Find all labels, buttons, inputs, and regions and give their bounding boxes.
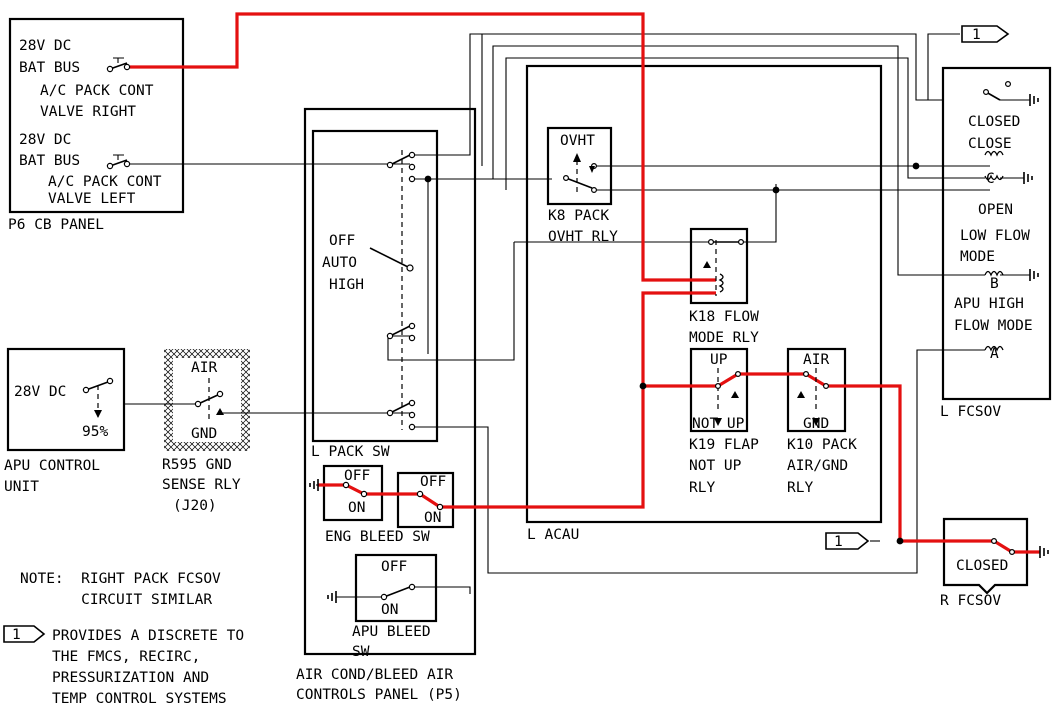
apu-ctrl-label1: APU CONTROL [4, 458, 100, 474]
legend-line2: THE FMCS, RECIRC, [52, 649, 200, 665]
apu-bleed-on: ON [381, 602, 398, 618]
apu-bleed-off: OFF [381, 559, 407, 575]
k19-l1: K19 FLAP [689, 437, 759, 453]
k19-l2: NOT UP [689, 458, 742, 474]
eng-bleed-on2: ON [424, 510, 441, 526]
k10-gnd: GND [803, 416, 829, 432]
pack-sw-auto: AUTO [322, 255, 357, 271]
lfcsov-low2: MODE [960, 249, 995, 265]
k10-air: AIR [803, 352, 829, 368]
highlighted-circuit [130, 12, 1040, 554]
r595-l1: R595 GND [162, 457, 232, 473]
l-fcsov-box [941, 66, 1052, 401]
note-line1: NOTE: RIGHT PACK FCSOV [20, 571, 221, 587]
rfcsov-closed: CLOSED [956, 558, 1008, 574]
note-line2: CIRCUIT SIMILAR [20, 592, 212, 608]
apu-ctrl-voltage: 28V DC [14, 384, 66, 400]
rfcsov-label: R FCSOV [940, 593, 1001, 609]
flag-1-rfcsov [825, 532, 870, 550]
lfcsov-closed: CLOSED [968, 114, 1020, 130]
acau-box [525, 64, 883, 524]
pack-sw-off: OFF [329, 233, 355, 249]
p5-label1: AIR COND/BLEED AIR [296, 667, 453, 683]
pack-sw-high: HIGH [329, 277, 364, 293]
k8-l1: K8 PACK [548, 208, 609, 224]
k10-relay-box [786, 347, 847, 433]
legend-line4: TEMP CONTROL SYSTEMS [52, 691, 227, 707]
flag-1-legend [3, 625, 46, 643]
contacts [82, 57, 1049, 603]
lfcsov-b: B [990, 276, 999, 292]
p6-cb-panel-box [8, 17, 185, 214]
eng-bleed-off1: OFF [344, 468, 370, 484]
k18-l2: MODE RLY [689, 330, 759, 346]
k19-relay-box [689, 347, 749, 433]
l-pack-sw-box [311, 129, 439, 443]
p6-bus2: 28V DC [19, 132, 71, 148]
apu-ctrl-label2: UNIT [4, 479, 39, 495]
lfcsov-c: C [986, 171, 995, 187]
k19-notup: NOT UP [692, 416, 745, 432]
apu-bleed-label1: APU BLEED [352, 624, 431, 640]
p6-bus1b: BAT BUS [19, 60, 80, 76]
apu-control-unit-box [6, 347, 126, 452]
p6-cb1b: VALVE RIGHT [40, 104, 136, 120]
apu-bleed-label2: SW [352, 644, 370, 660]
lfcsov-close: CLOSE [968, 136, 1012, 152]
k10-l1: K10 PACK [787, 437, 857, 453]
k19-l3: RLY [689, 480, 715, 496]
apu-bleed-sw-box [354, 553, 438, 623]
flag-1-legend-text: 1 [12, 627, 21, 643]
r595-l3: (J20) [173, 498, 217, 514]
p5-label2: CONTROLS PANEL (P5) [296, 687, 462, 703]
k18-relay-box [689, 227, 749, 305]
apu-ctrl-pct: 95% [82, 424, 108, 440]
k19-up: UP [710, 352, 728, 368]
lfcsov-low1: LOW FLOW [960, 228, 1030, 244]
p6-bus1: 28V DC [19, 38, 71, 54]
p6-cb2a: A/C PACK CONT [48, 174, 162, 190]
r-fcsov-box [942, 517, 1029, 595]
pack-sw-label: L PACK SW [311, 444, 390, 460]
r595-l2: SENSE RLY [162, 477, 241, 493]
labels: 28V DC BAT BUS A/C PACK CONT VALVE RIGHT… [4, 27, 1033, 707]
p6-bus2b: BAT BUS [19, 153, 80, 169]
flag-1-rfcsov-text: 1 [834, 534, 843, 550]
lfcsov-a: A [990, 346, 999, 362]
lfcsov-high1: APU HIGH [954, 296, 1024, 312]
eng-bleed-label: ENG BLEED SW [325, 529, 430, 545]
eng-bleed-off2: OFF [420, 474, 446, 490]
k8-l2: OVHT RLY [548, 229, 618, 245]
black-wiring [125, 33, 1030, 598]
flag-1-top-text: 1 [972, 27, 981, 43]
eng-bleed-sw2-box [396, 471, 455, 529]
p5-panel-box [303, 107, 477, 656]
p6-cb2b: VALVE LEFT [48, 191, 136, 207]
p6-panel-label: P6 CB PANEL [8, 217, 104, 233]
acau-label: L ACAU [527, 527, 579, 543]
eng-bleed-on1: ON [348, 500, 365, 516]
k18-l1: K18 FLOW [689, 309, 759, 325]
k10-l3: RLY [787, 480, 813, 496]
legend-line1: PROVIDES A DISCRETE TO [52, 628, 244, 644]
lfcsov-label: L FCSOV [940, 404, 1001, 420]
flag-1-top [961, 25, 1010, 43]
r595-gnd: GND [191, 426, 217, 442]
lfcsov-high2: FLOW MODE [954, 318, 1033, 334]
k10-l2: AIR/GND [787, 458, 848, 474]
legend-line3: PRESSURIZATION AND [52, 670, 209, 686]
k8-top: OVHT [560, 133, 595, 149]
lfcsov-open: OPEN [978, 202, 1013, 218]
p6-cb1a: A/C PACK CONT [40, 83, 154, 99]
r595-air: AIR [191, 360, 217, 376]
